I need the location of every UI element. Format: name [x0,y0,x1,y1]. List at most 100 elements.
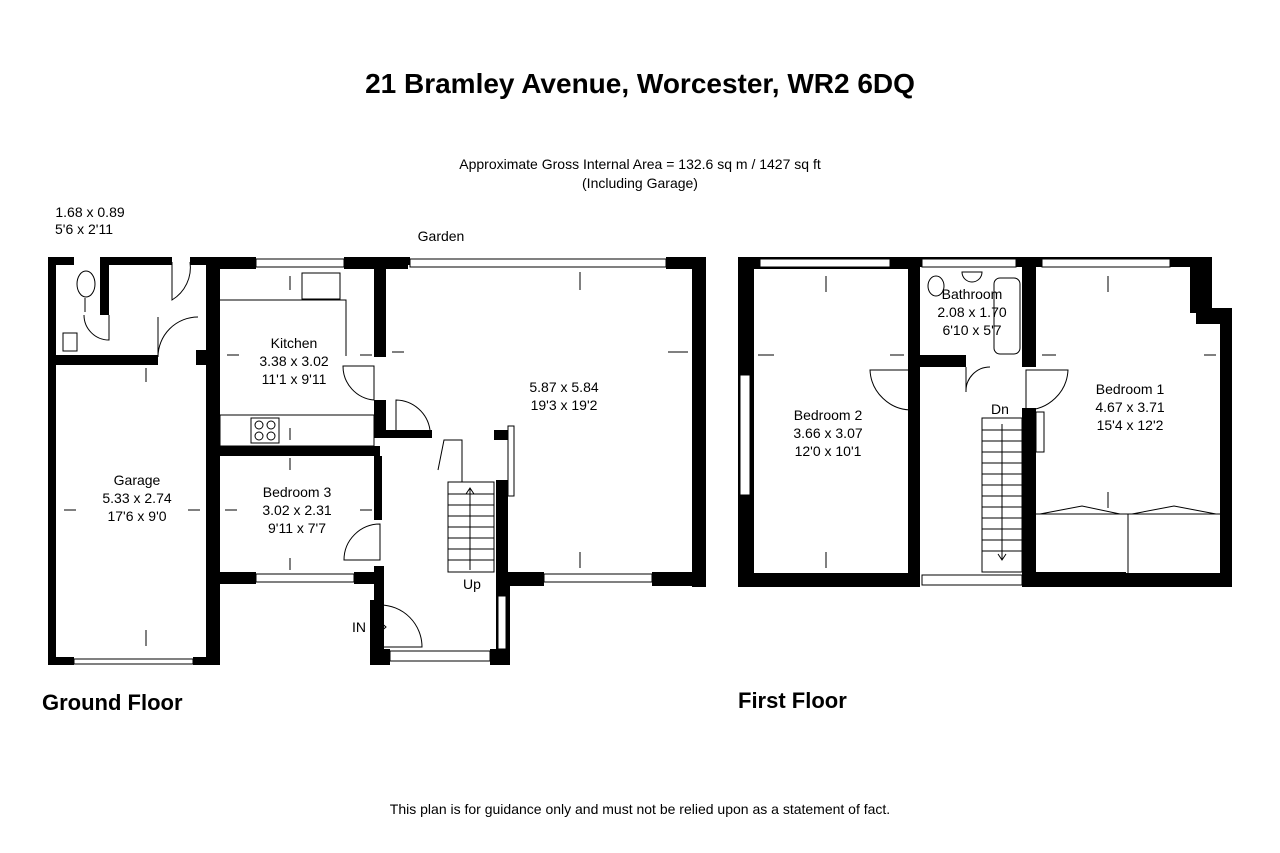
door [395,399,431,435]
garden-label: Garden [418,228,465,244]
wc-metric: 1.68 x 0.89 [55,204,124,220]
basin [961,271,983,283]
door [342,365,375,401]
dimension-ticks [758,276,1216,568]
staircase-first [981,417,1023,573]
wall [374,400,386,438]
wall [220,572,256,584]
window [497,595,507,650]
wall [1022,572,1126,587]
hob [250,417,280,444]
window [409,258,667,268]
door [379,604,423,648]
wall [494,430,508,440]
garage-imperial: 17'6 x 9'0 [107,508,166,524]
wall [374,430,432,438]
first-floor-plan [738,257,1232,587]
garage-door [73,658,194,665]
worktop [220,299,347,356]
wall [370,649,390,665]
bathroom-metric: 2.08 x 1.70 [937,304,1006,320]
kitchen-imperial: 11'1 x 9'11 [262,371,327,387]
door [869,369,913,411]
bedroom3-metric: 3.02 x 2.31 [262,502,331,518]
bathroom-name: Bathroom [942,286,1003,302]
wall [48,657,74,665]
wall [100,257,109,315]
bedroom1-name: Bedroom 1 [1096,381,1165,397]
gross-area-text: Approximate Gross Internal Area = 132.6 … [459,156,821,172]
door [343,523,381,561]
door [965,366,991,393]
wall [374,257,386,357]
kitchen-name: Kitchen [271,335,318,351]
garage-metric: 5.33 x 2.74 [102,490,171,506]
living-imperial: 19'3 x 19'2 [531,397,598,413]
wc-imperial: 5'6 x 2'11 [55,221,113,237]
disclaimer-text: This plan is for guidance only and must … [389,801,891,817]
door [1025,369,1069,411]
bedroom1-imperial: 15'4 x 12'2 [1097,417,1164,433]
cupboard-door [1035,411,1045,453]
wall [48,257,74,265]
door [171,261,191,301]
wall [48,355,158,365]
dimension-ticks [64,272,688,646]
wall [738,573,920,587]
window [255,573,355,583]
garage-name: Garage [114,472,161,488]
wall [1220,308,1232,587]
bedroom2-name: Bedroom 2 [794,407,863,423]
wall [102,257,172,265]
wall [692,257,706,587]
cupboard-door [507,425,515,497]
ground-floor-label: Ground Floor [42,690,183,715]
window [759,258,891,268]
gross-area-note: (Including Garage) [582,175,698,191]
toilet [927,275,945,297]
stairs-up-label: Up [463,576,481,592]
wall [1190,257,1212,313]
staircase-ground [437,439,495,573]
window [739,374,751,496]
wall [220,446,380,456]
stairs-down-label: Dn [991,401,1009,417]
wall [496,572,544,586]
bedroom3-name: Bedroom 3 [263,484,332,500]
page-title: 21 Bramley Avenue, Worcester, WR2 6DQ [365,68,915,99]
window [389,650,491,662]
wall [1022,257,1036,367]
window [543,573,653,583]
bedroom3-imperial: 9'11 x 7'7 [268,520,326,536]
wall [496,480,508,572]
entrance-arrow-icon [370,619,387,635]
living-metric: 5.87 x 5.84 [529,379,598,395]
bedroom2-metric: 3.66 x 3.07 [793,425,862,441]
ground-floor-plan [48,257,706,665]
wall [220,257,256,269]
wall [1022,408,1036,587]
wall [652,572,706,586]
entrance-label: IN [352,619,366,635]
worktop [219,414,375,447]
wall [374,456,382,520]
wall [386,257,410,265]
door [157,316,199,358]
window [255,258,345,268]
wall [374,566,384,600]
first-floor-label: First Floor [738,688,847,713]
bedroom1-metric: 4.67 x 3.71 [1095,399,1164,415]
window [1041,258,1171,268]
wall [908,355,966,367]
wall [48,257,56,665]
wall [206,257,220,665]
sink [301,272,341,300]
bath [993,277,1021,355]
window [921,574,1023,586]
bedroom2-imperial: 12'0 x 10'1 [795,443,862,459]
toilet [76,270,96,298]
kitchen-metric: 3.38 x 3.02 [259,353,328,369]
wall [908,257,920,587]
bathroom-imperial: 6'10 x 5'7 [942,322,1001,338]
